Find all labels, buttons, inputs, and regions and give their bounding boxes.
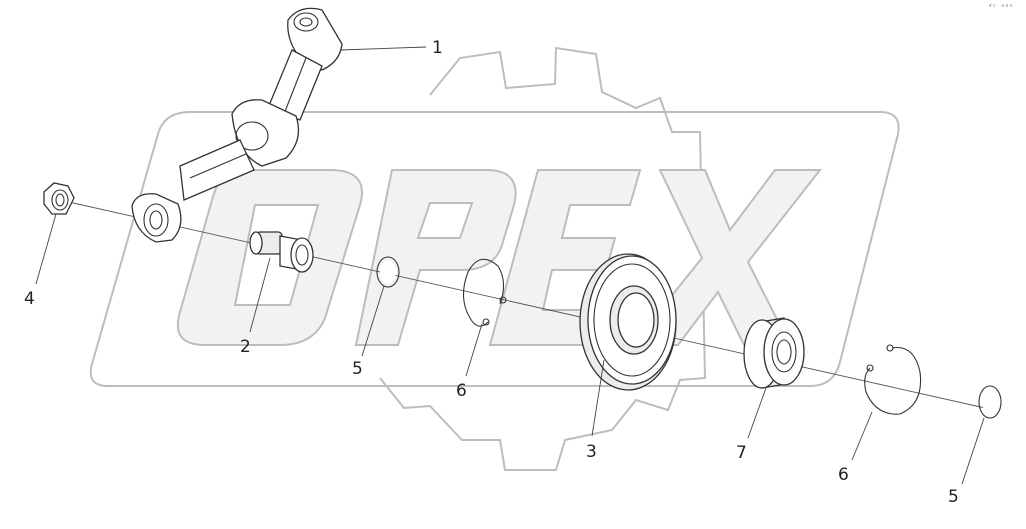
ball-bearing — [743, 317, 805, 389]
callout-snap-ring-left: 5 — [352, 359, 363, 379]
callout-nut: 4 — [24, 289, 35, 309]
retaining-ring-right — [864, 344, 922, 415]
axle-pin — [249, 231, 314, 273]
callout-labels: 1 2 3 4 5 6 7 6 5 — [24, 38, 959, 507]
gear-logo-icon — [379, 46, 707, 471]
logo-letters — [176, 169, 823, 346]
assembly-axis — [59, 199, 986, 409]
callout-retaining-ring-left: 6 — [456, 381, 467, 401]
callout-arm: 1 — [432, 38, 443, 58]
callout-pin: 2 — [240, 337, 251, 357]
callout-retaining-ring-right: 6 — [838, 465, 849, 485]
snap-ring-left — [376, 256, 400, 288]
watermark-logo — [89, 46, 900, 471]
corner-mark: ᵈᶜ ᵒᵒᵒ — [988, 3, 1013, 11]
snap-ring-right — [978, 385, 1002, 419]
logo-plate — [89, 111, 900, 387]
hex-nut — [43, 182, 75, 215]
lever-arm — [131, 7, 343, 243]
callout-snap-ring-right: 5 — [948, 487, 959, 507]
retaining-ring-left — [462, 258, 507, 327]
callout-bearing: 7 — [736, 443, 747, 463]
callout-housing: 3 — [586, 442, 597, 462]
leader-lines — [35, 46, 985, 485]
bearing-housing — [579, 253, 677, 391]
